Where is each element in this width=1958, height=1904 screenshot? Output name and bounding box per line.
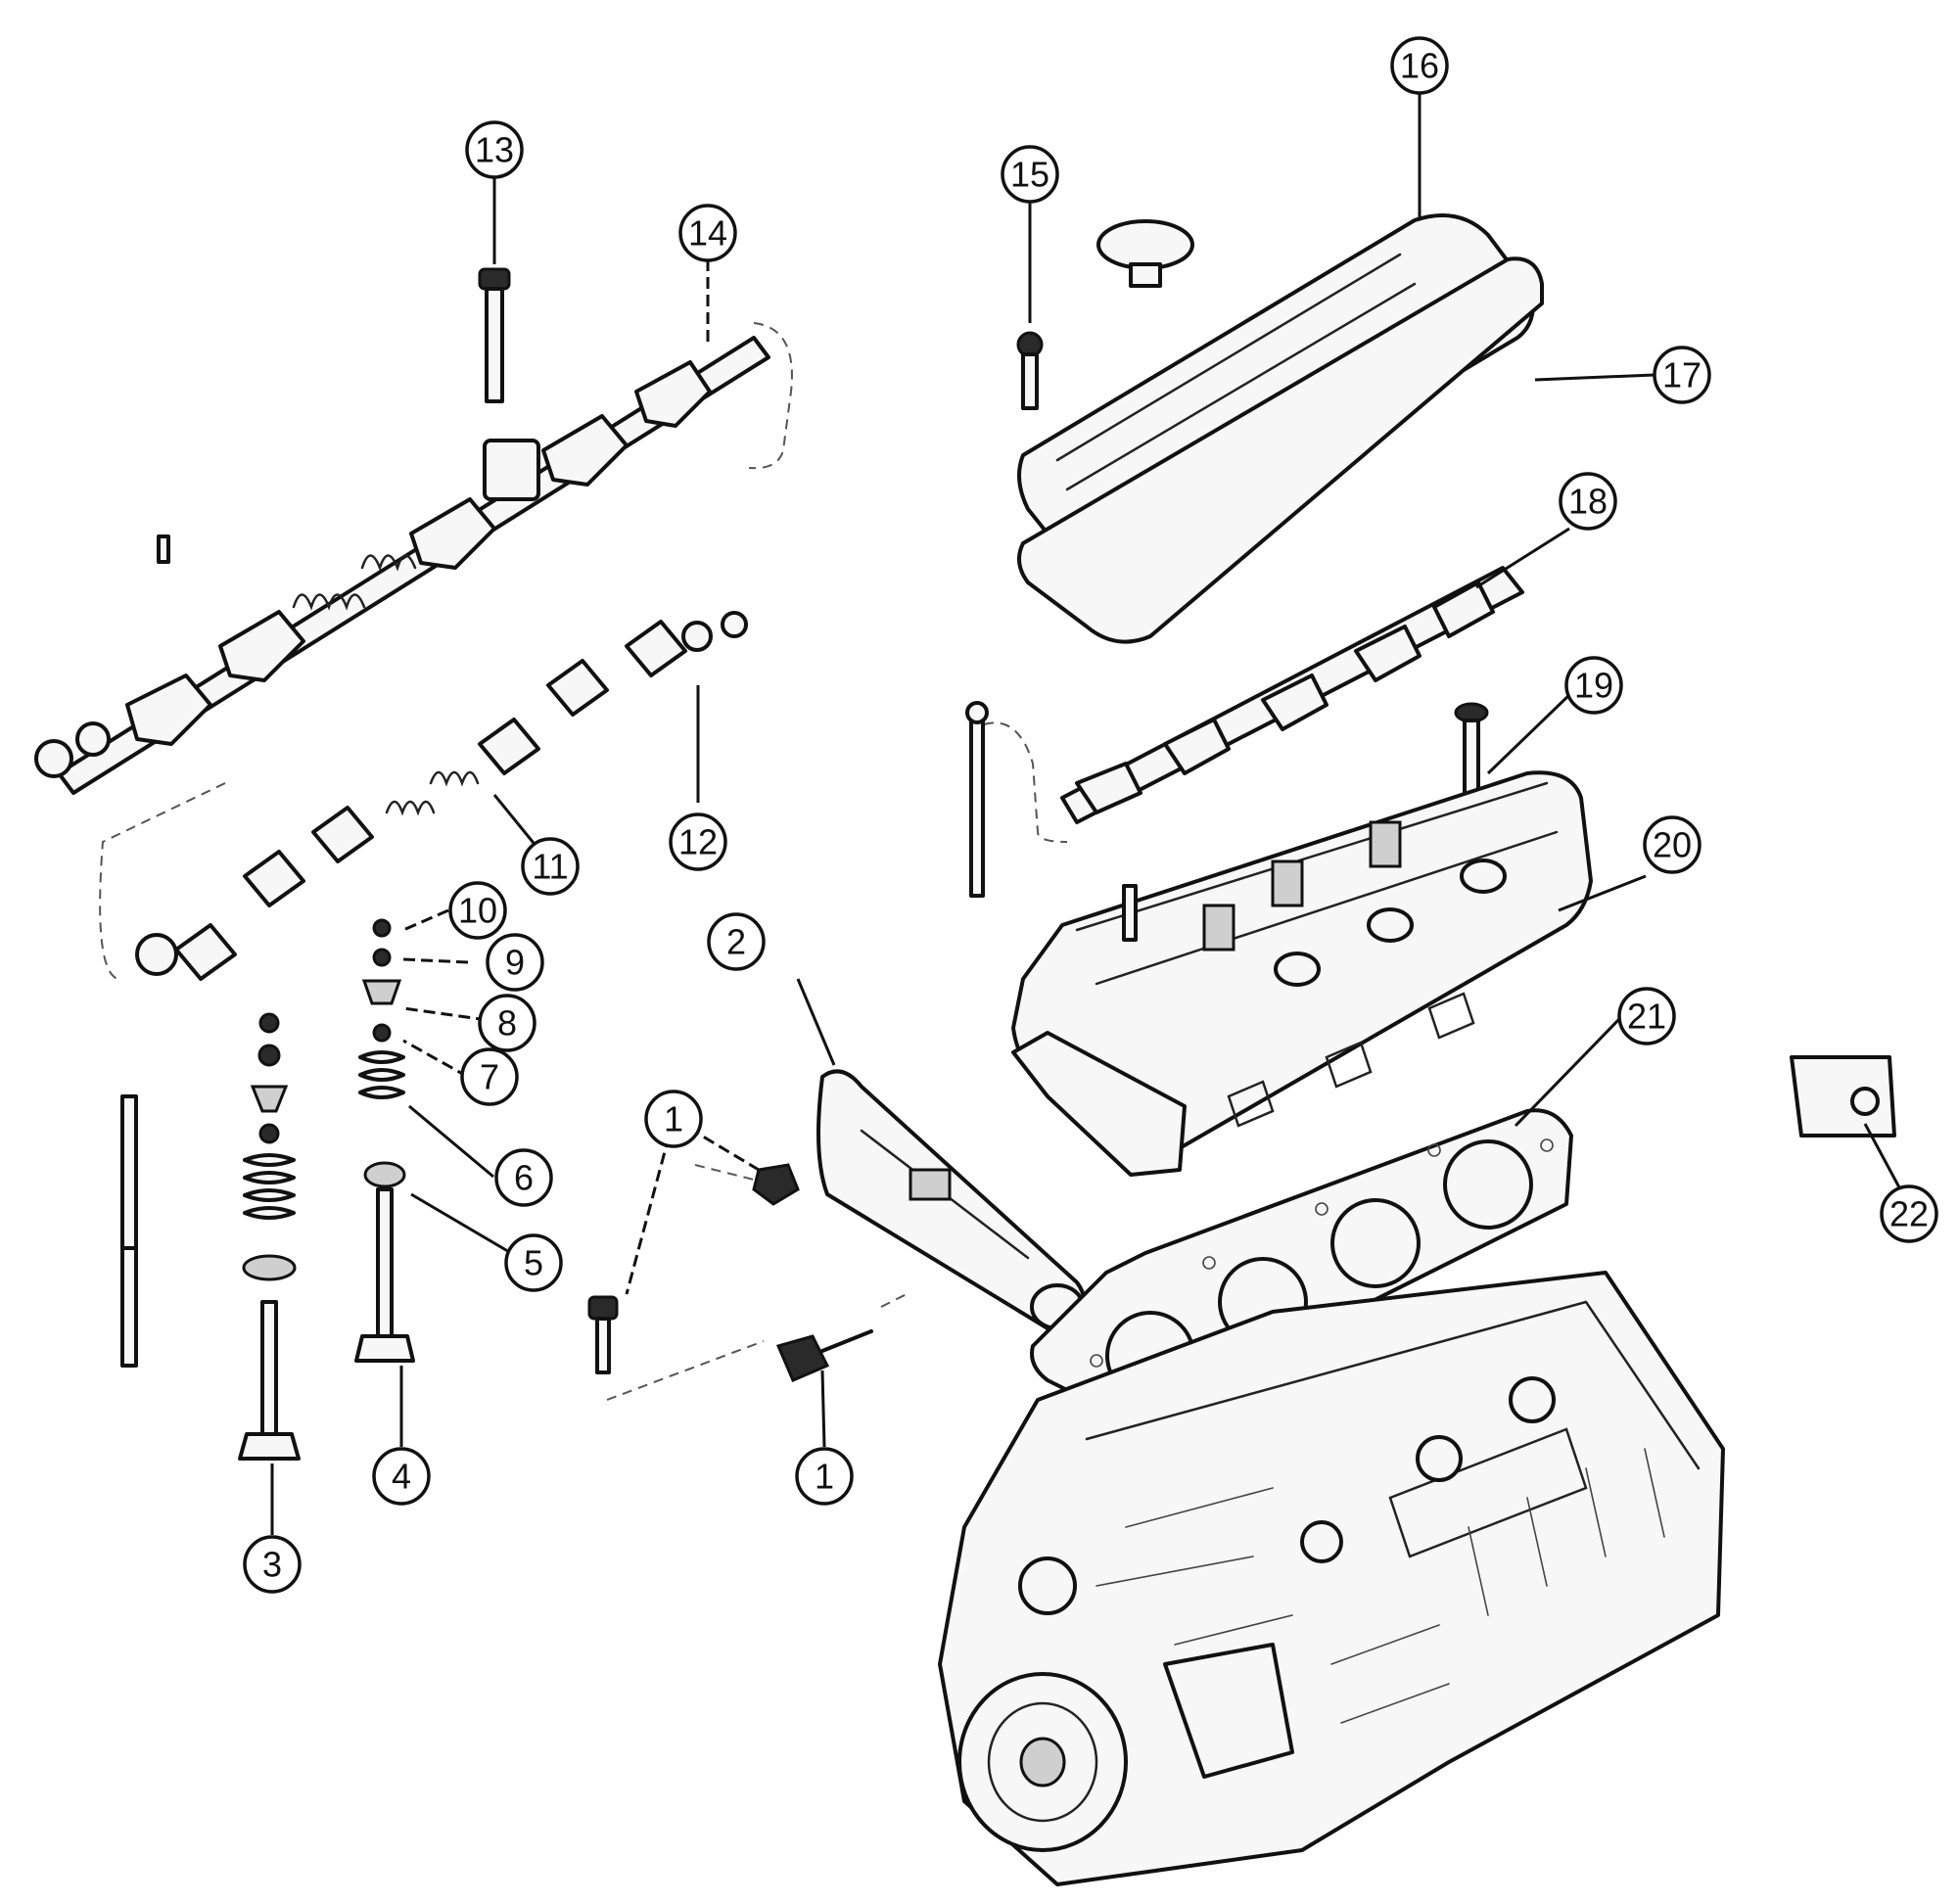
callout-label: 6 xyxy=(514,1158,534,1198)
cover-plate xyxy=(1790,1055,1896,1138)
callout-1b: 1 xyxy=(795,1447,854,1506)
cylinder-head xyxy=(1011,770,1593,1177)
callout-label: 16 xyxy=(1400,46,1439,86)
callout-label: 7 xyxy=(480,1057,499,1097)
lower-rocker-arm-set xyxy=(99,611,748,981)
dipstick xyxy=(965,701,989,898)
oil-filler-cap xyxy=(1096,219,1194,288)
intake-manifold xyxy=(816,1069,1087,1333)
callout-22: 22 xyxy=(1880,1184,1938,1243)
callout-label: 17 xyxy=(1662,355,1702,395)
callout-7: 7 xyxy=(460,1047,519,1106)
callout-17: 17 xyxy=(1653,346,1711,404)
callout-label: 14 xyxy=(688,213,727,254)
upper-rocker-spring xyxy=(292,554,417,611)
callout-19: 19 xyxy=(1564,656,1623,715)
callout-10: 10 xyxy=(448,881,507,940)
callout-5: 5 xyxy=(504,1233,563,1292)
valve-assembly-right xyxy=(354,918,415,1363)
callout-20: 20 xyxy=(1643,815,1702,874)
push-rod xyxy=(120,1094,138,1368)
valve-cover-gasket xyxy=(1017,256,1544,644)
water-pump xyxy=(1163,1643,1294,1779)
upper-rocker-arm xyxy=(125,360,712,746)
callout-8: 8 xyxy=(478,994,536,1052)
callout-12: 12 xyxy=(669,813,727,871)
rocker-bracket-bolt xyxy=(478,267,511,403)
lower-rocker-spring xyxy=(385,770,480,816)
callout-label: 15 xyxy=(1010,155,1049,195)
shaft-end-clip xyxy=(34,721,111,778)
callout-11: 11 xyxy=(521,837,580,896)
callout-label: 13 xyxy=(475,130,514,170)
callout-label: 3 xyxy=(262,1545,282,1585)
manifold-bolt xyxy=(587,1295,619,1374)
lower-end-clip xyxy=(135,611,748,976)
callout-label: 20 xyxy=(1653,825,1692,865)
rocker-arm-assembly xyxy=(983,566,1524,843)
callout-6: 6 xyxy=(494,1148,553,1207)
callout-16: 16 xyxy=(1390,36,1449,95)
callout-label: 10 xyxy=(458,891,497,931)
valve-assembly-left xyxy=(238,1012,301,1461)
callout-9: 9 xyxy=(486,933,544,992)
crankshaft-pulley xyxy=(957,1672,1128,1852)
callout-14: 14 xyxy=(678,204,737,262)
callout-label: 8 xyxy=(497,1003,517,1044)
callout-label: 9 xyxy=(505,943,525,983)
manifold-stud-bolt xyxy=(775,1329,873,1382)
callout-21: 21 xyxy=(1617,987,1676,1045)
callout-label: 5 xyxy=(524,1243,543,1283)
valve-cover-bolt xyxy=(1016,331,1044,410)
callout-1a: 1 xyxy=(644,1090,703,1148)
alternator xyxy=(1018,1556,1077,1615)
callout-label: 18 xyxy=(1568,482,1608,522)
callout-label: 22 xyxy=(1889,1194,1929,1234)
callout-2: 2 xyxy=(707,912,766,971)
callout-label: 4 xyxy=(392,1457,411,1497)
callout-15: 15 xyxy=(1001,145,1059,204)
leader-lines xyxy=(270,91,1901,1535)
locating-pin xyxy=(157,534,170,564)
manifold-nut xyxy=(752,1163,800,1206)
callout-4: 4 xyxy=(372,1447,431,1506)
callout-label: 1 xyxy=(815,1457,834,1497)
callout-label: 11 xyxy=(532,847,568,887)
upper-rocker-shaft-assembly xyxy=(34,267,793,795)
callout-label: 1 xyxy=(664,1099,683,1139)
engine-block xyxy=(938,1271,1725,1886)
callout-label: 21 xyxy=(1627,997,1666,1037)
callout-label: 19 xyxy=(1574,666,1613,706)
rocker-support-bracket xyxy=(483,439,540,501)
head-stud xyxy=(1122,884,1138,942)
callout-18: 18 xyxy=(1559,472,1617,531)
callout-label: 2 xyxy=(726,922,746,962)
callout-3: 3 xyxy=(243,1535,302,1594)
callout-label: 12 xyxy=(678,822,718,862)
callout-13: 13 xyxy=(465,120,524,179)
